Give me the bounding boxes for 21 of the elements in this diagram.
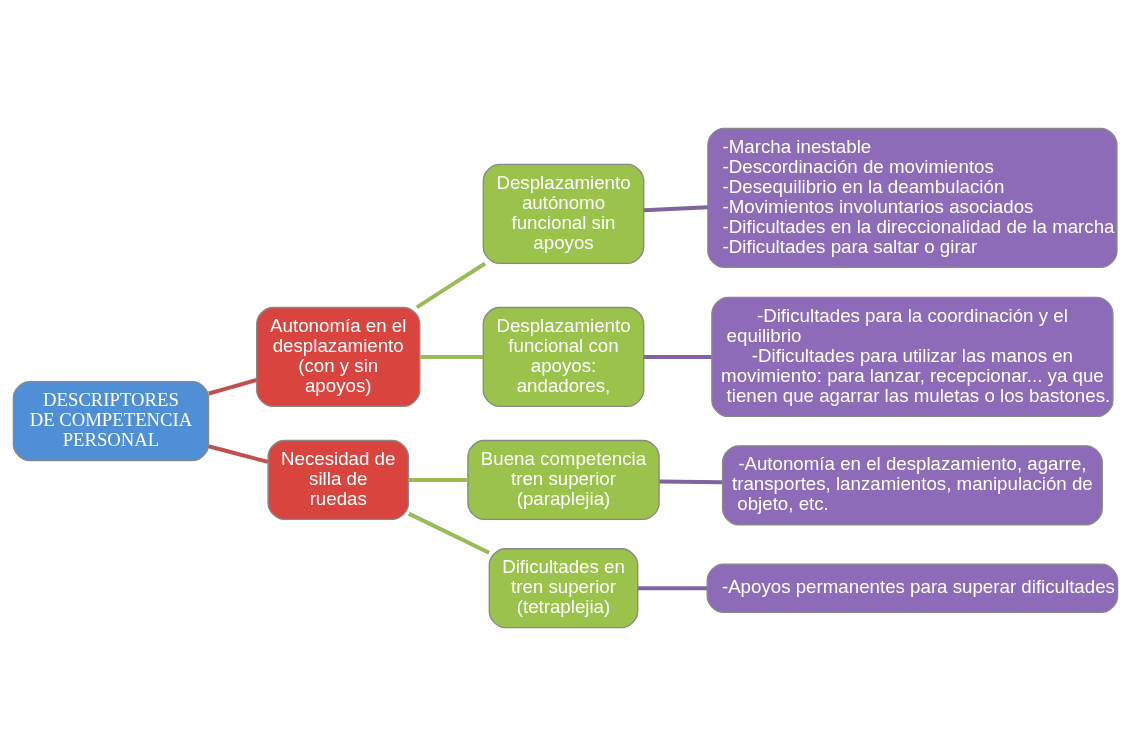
connector (643, 354, 712, 359)
connector (419, 354, 484, 359)
node-box: -Marcha inestable -Descordinación de movimientos -Desequilibrio en la deambulación -Movimientos involuntarios asociados -Dificultades en la direccionalidad de la marcha -Dificultades para saltar o girar (707, 127, 1118, 268)
connector (408, 477, 468, 482)
node-box: Necesidad de silla de ruedas (267, 439, 410, 520)
connector (643, 204, 708, 212)
node-box: Dificultades en tren superior (tetraplejia) (488, 547, 639, 628)
connector (659, 478, 723, 484)
connector (208, 443, 269, 464)
connector (208, 377, 258, 395)
node-box: -Apoyos permanentes para superar dificultades (706, 563, 1119, 613)
connector (415, 261, 487, 309)
node-box: Desplazamiento autónomo funcional sin apoyos (482, 163, 645, 264)
node-box: Autonomía en el desplazamiento (con y sin apoyos) (256, 306, 421, 407)
node-box: -Autonomía en el desplazamiento, agarre, transportes, lanzamientos, manipulación de objeto, etc. (721, 444, 1103, 525)
node-box: Buena competencia tren superior (paraplejia) (467, 439, 660, 520)
node-box: -Dificultades para la coordinación y el equilibrio -Dificultades para utilizar las manos en movimiento: para lanzar, recepcionar... ya que tienen que agarrar las muletas o los bastones. (711, 296, 1114, 417)
connector (407, 511, 491, 554)
node-box: DESCRIPTORES DE COMPETENCIA PERSONAL (12, 380, 210, 461)
node-box: Desplazamiento funcional con apoyos: andadores, (482, 306, 645, 407)
connector (637, 585, 708, 590)
